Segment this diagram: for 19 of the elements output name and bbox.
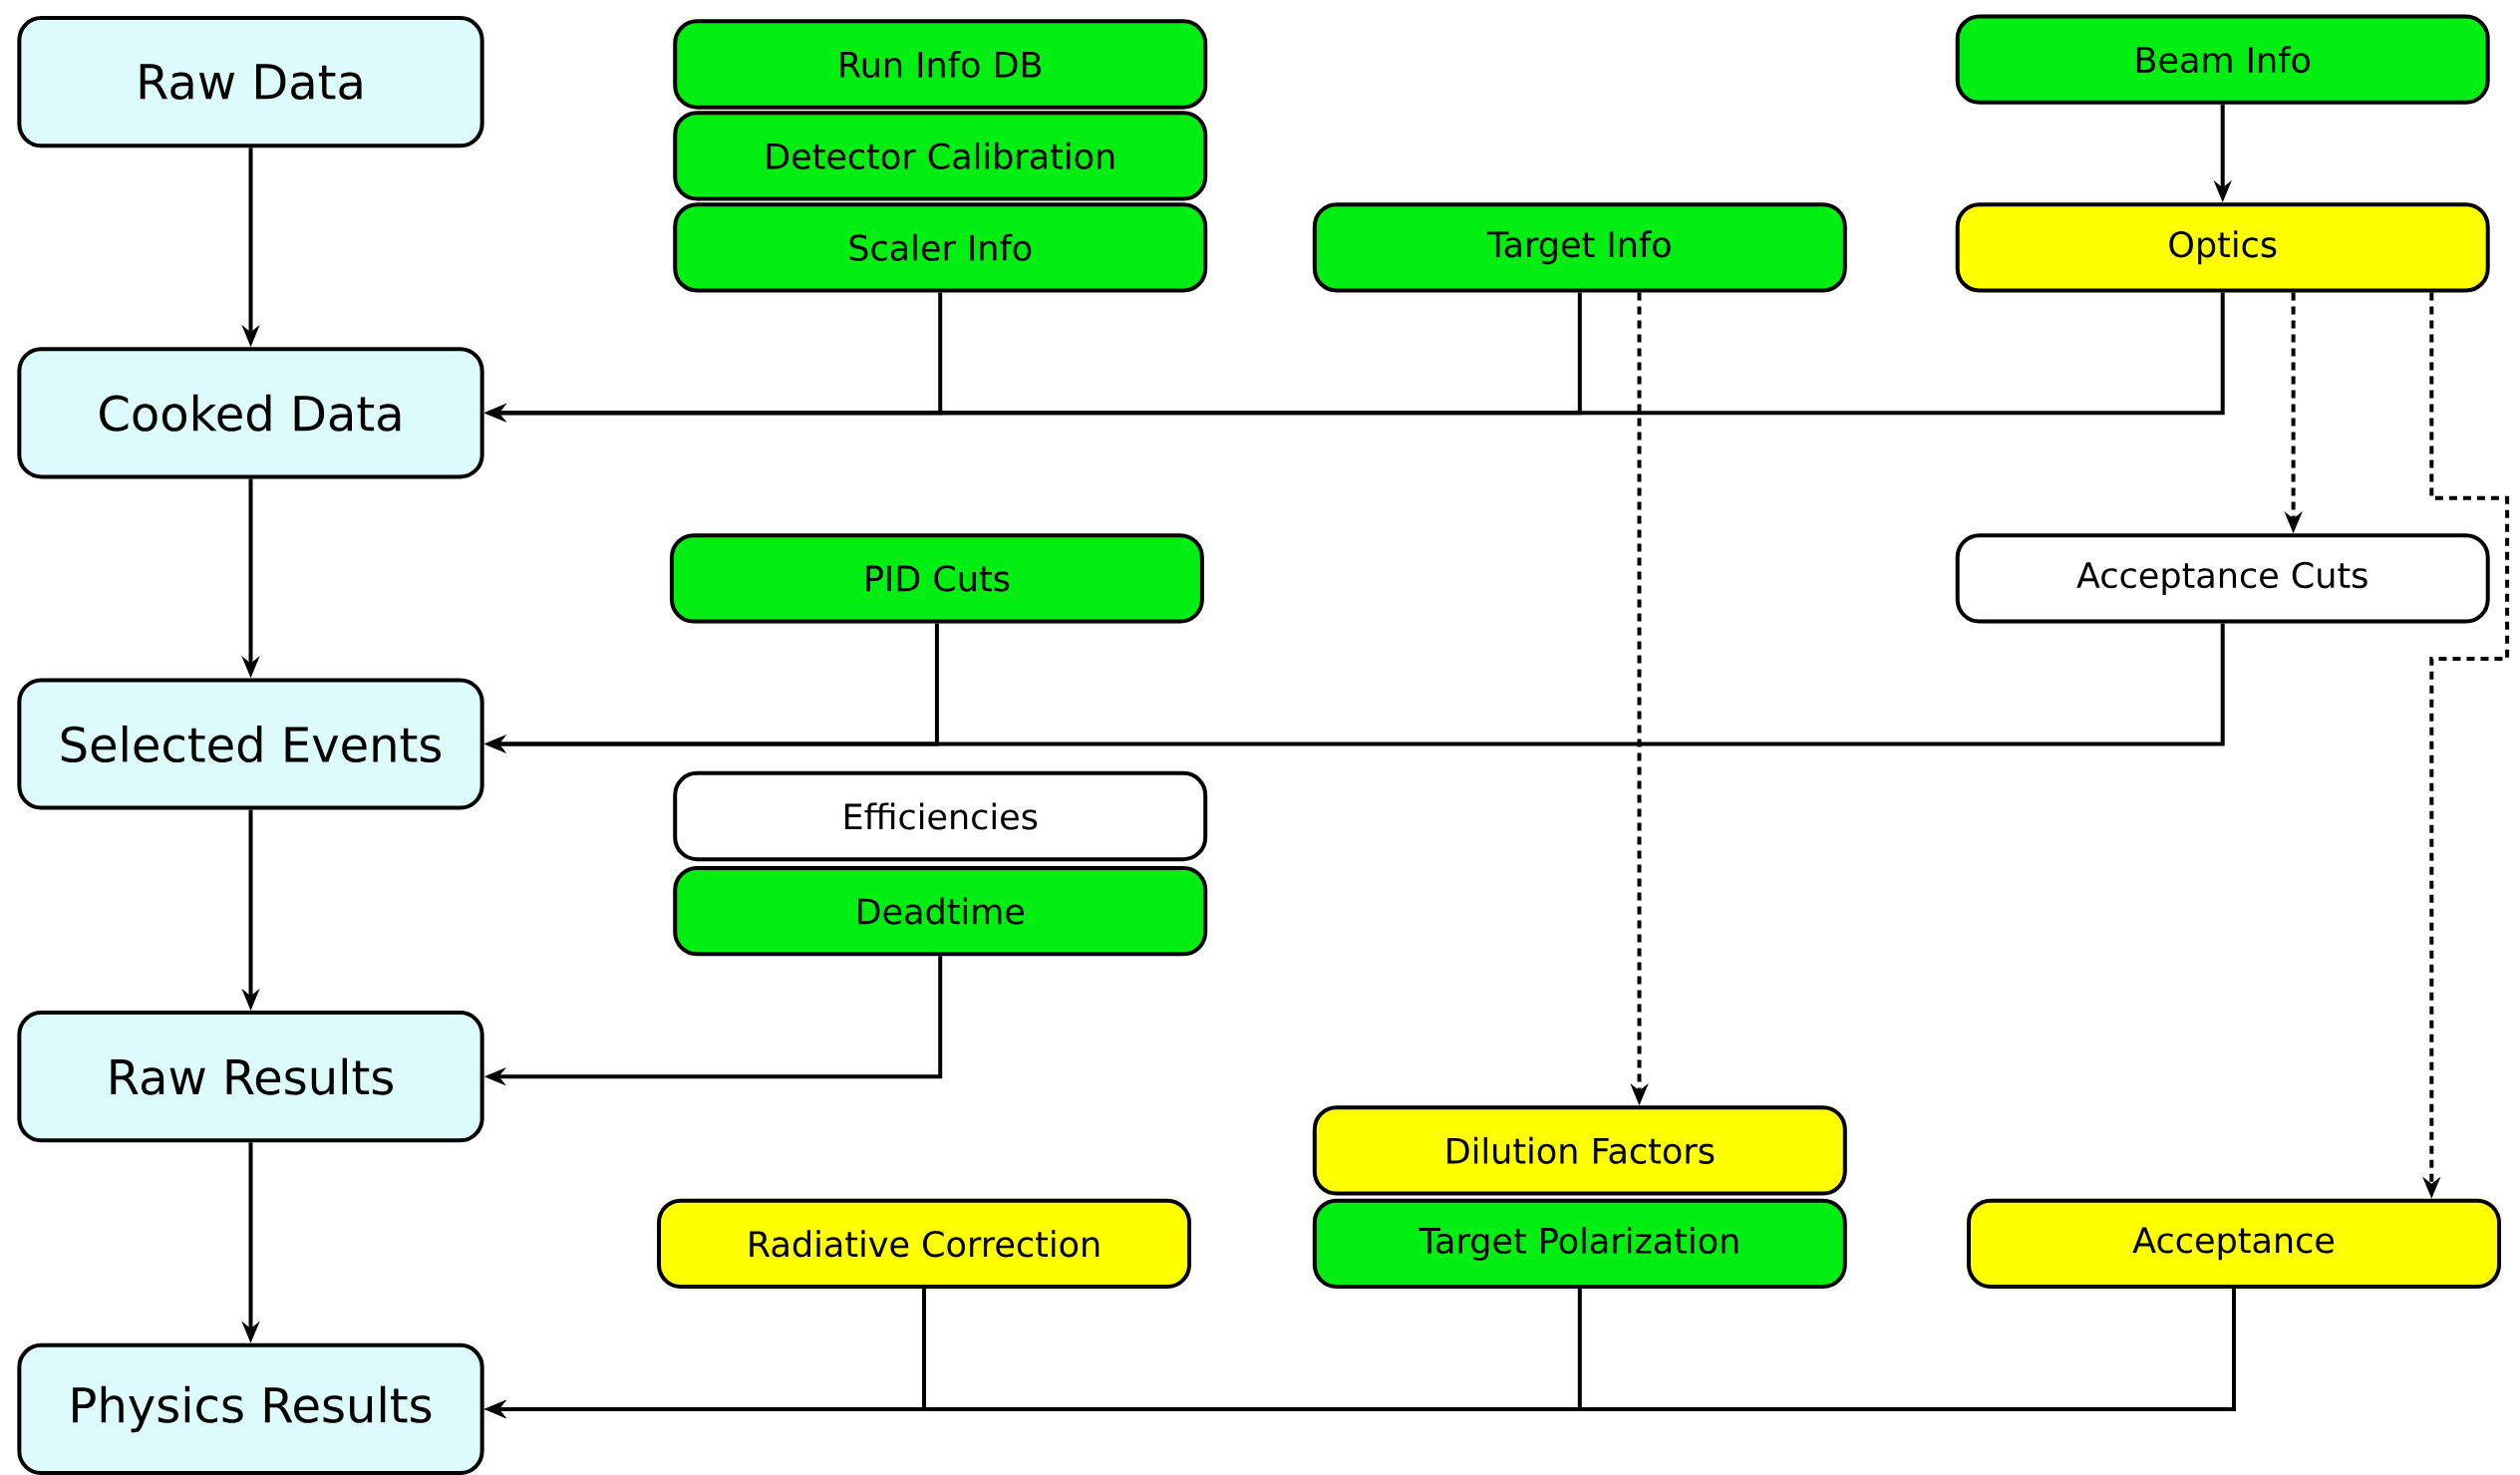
stage-box: Raw Data	[17, 16, 484, 148]
input-box: Target Info	[1312, 202, 1847, 293]
stage-box: Raw Results	[17, 1011, 484, 1143]
input-box: Scaler Info	[673, 202, 1208, 293]
input-box: Run Info DB	[673, 19, 1208, 110]
stage-box: Selected Events	[17, 678, 484, 810]
input-box: Beam Info	[1955, 14, 2490, 105]
input-box: Target Polarization	[1312, 1198, 1847, 1290]
input-box: Efficiencies	[673, 770, 1208, 862]
input-box: Detector Calibration	[673, 111, 1208, 201]
stage-box: Cooked Data	[17, 347, 484, 479]
input-box: Dilution Factors	[1312, 1105, 1847, 1196]
input-box: Acceptance Cuts	[1955, 533, 2490, 624]
input-box: Deadtime	[673, 865, 1208, 957]
input-box: Acceptance	[1967, 1198, 2501, 1290]
stage-box: Physics Results	[17, 1342, 484, 1475]
input-box: PID Cuts	[669, 533, 1204, 624]
input-box: Radiative Correction	[657, 1198, 1191, 1290]
input-box: Optics	[1955, 202, 2490, 293]
